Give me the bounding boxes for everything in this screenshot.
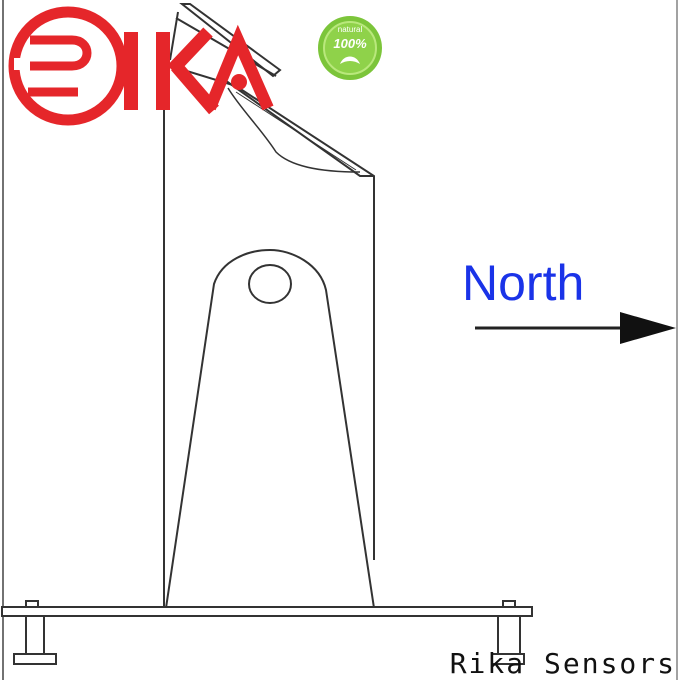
direction-label: North: [462, 255, 585, 311]
base-plate: [1, 600, 533, 665]
rika-logo: [8, 6, 274, 126]
watermark-text: Rika Sensors: [449, 647, 676, 680]
badge-top-text: natural: [338, 25, 363, 34]
badge-value: 100%: [333, 36, 367, 51]
natural-badge: natural 100%: [318, 16, 382, 80]
mounting-bracket: [164, 248, 376, 609]
north-arrow-icon: [475, 312, 676, 344]
bolt-hole: [248, 264, 292, 304]
leaf-icon: [340, 56, 360, 64]
